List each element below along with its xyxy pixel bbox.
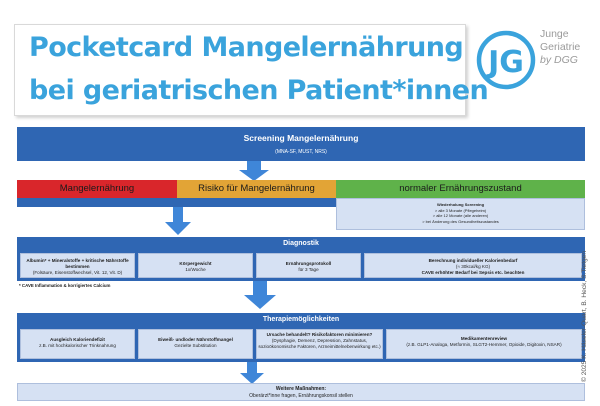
title-line-2: bei geriatrischen Patient*innen [29, 75, 489, 106]
title-line-1: Pocketcard Mangelernährung [29, 32, 464, 63]
therapie-cell-medikamente-title: Medikamentenreview [460, 336, 508, 341]
therapie-cell-ursache-title: Ursache behandelt? Risikofaktoren minimi… [266, 332, 373, 337]
rescreening-item-2: > alle 12 Monate (alle anderen) [432, 213, 489, 219]
rescreening-item-3: > bei Änderung des Gesundheitszustandes [422, 218, 499, 224]
screening-box: Screening Mangelernährung (MNA-SF, MUST,… [17, 127, 585, 161]
logo-line-2: Geriatrie [540, 41, 581, 53]
diagnostik-cell-kalorien: Berechnung individueller Kalorienbedarf … [364, 253, 582, 278]
therapie-cell-ursache-text: (Dysphagie, Demenz, Depression, Zahnstat… [258, 338, 381, 349]
diagnostik-cell-protokoll-text: für 3 Tage [298, 267, 319, 272]
therapie-cell-eiweiss-title: Eiweiß- und/oder Nährstoffmangel [158, 337, 233, 342]
diagnostik-cell-gewicht-title: Körpergewicht [179, 261, 212, 266]
logo-line-1: Junge [540, 28, 569, 40]
diagnostik-cell-gewicht: Körpergewicht 1x/Woche [138, 253, 253, 278]
rescreening-box: Wiederholung Screening > alle 3 Monate (… [336, 198, 585, 230]
diagnostik-header: Diagnostik [17, 237, 585, 250]
diagnostik-cell-protokoll: Ernährungsprotokoll für 3 Tage [256, 253, 361, 278]
therapie-header: Therapiemöglichkeiten [17, 313, 585, 326]
diagnostik-cell-labor-text: (Folsäure, Eisenstoffwechsel, Vit. 12, V… [32, 270, 123, 275]
screening-subtitle: (MNA-SF, MUST, NRS) [275, 149, 327, 155]
weitere-title: Weitere Maßnahmen: [275, 386, 327, 392]
diagnostik-cell-kalorien-text: (≈ 30kcal/kg KG) [455, 264, 491, 269]
arrow-down-2 [165, 207, 191, 235]
arrow-down-3 [244, 281, 276, 309]
therapie-cell-medikamente: Medikamentenreview (z.B. GLP1-Analoga, M… [386, 329, 582, 359]
band-normal: normaler Ernährungszustand [336, 180, 585, 198]
band-mangelernaehrung: Mangelernährung [17, 180, 177, 198]
logo-monogram: JG [486, 45, 524, 80]
diagnostik-cell-gewicht-text: 1x/Woche [185, 267, 206, 272]
therapie-cell-kalorien: Ausgleich Kaloriendefizit z.B. mit hochk… [20, 329, 135, 359]
weitere-text: Oberärzt*inne fragen, Ernährungskonsil s… [249, 392, 353, 399]
therapie-cell-medikamente-text: (z.B. GLP1-Analoga, Metformin, SLGT2-Hem… [406, 342, 562, 347]
diagnostik-cell-labor: Albumin* + Mineralstoffe + kritische Näh… [20, 253, 135, 278]
copyright-credit: © 2025 K. Häseler-Quart, B. Heck, S.Tiet… [581, 250, 588, 382]
weitere-box: Weitere Maßnahmen: Oberärzt*inne fragen,… [17, 383, 585, 401]
title-card: Pocketcard Mangelernährung bei geriatris… [14, 24, 489, 116]
therapie-cell-eiweiss-text: Gezielte Substitution [174, 343, 217, 348]
therapie-cell-kalorien-text: z.B. mit hochkalorischer Trinknahrung [39, 343, 116, 348]
diagnostik-cell-kalorien-note: CAVE erhöhter Bedarf bei Sepsis etc. bea… [421, 270, 525, 275]
band-underline [17, 198, 336, 207]
diagnostik-footnote: * CAVE Inflammation & korrigiertes Calci… [19, 283, 111, 288]
band-risiko: Risiko für Mangelernährung [177, 180, 336, 198]
diagnostik-cell-labor-title: Albumin* + Mineralstoffe + kritische Näh… [26, 258, 129, 269]
rescreening-title: Wiederholung Screening [436, 202, 485, 207]
screening-title: Screening Mangelernährung [243, 133, 359, 143]
logo-line-3: by DGG [540, 54, 578, 66]
diagnostik-cell-kalorien-title: Berechnung individueller Kalorienbedarf [428, 258, 518, 263]
arrow-down-4 [240, 362, 264, 384]
therapie-cell-kalorien-title: Ausgleich Kaloriendefizit [50, 337, 105, 342]
therapie-cell-ursache: Ursache behandelt? Risikofaktoren minimi… [256, 329, 383, 359]
diagnostik-cell-protokoll-title: Ernährungsprotokoll [285, 261, 332, 266]
therapie-cell-eiweiss: Eiweiß- und/oder Nährstoffmangel Gezielt… [138, 329, 253, 359]
junge-geriatrie-logo: JG [476, 30, 536, 90]
arrow-down-1 [239, 161, 269, 181]
rescreening-item-1: > alle 3 Monate (Pflegeheim) [434, 207, 487, 213]
